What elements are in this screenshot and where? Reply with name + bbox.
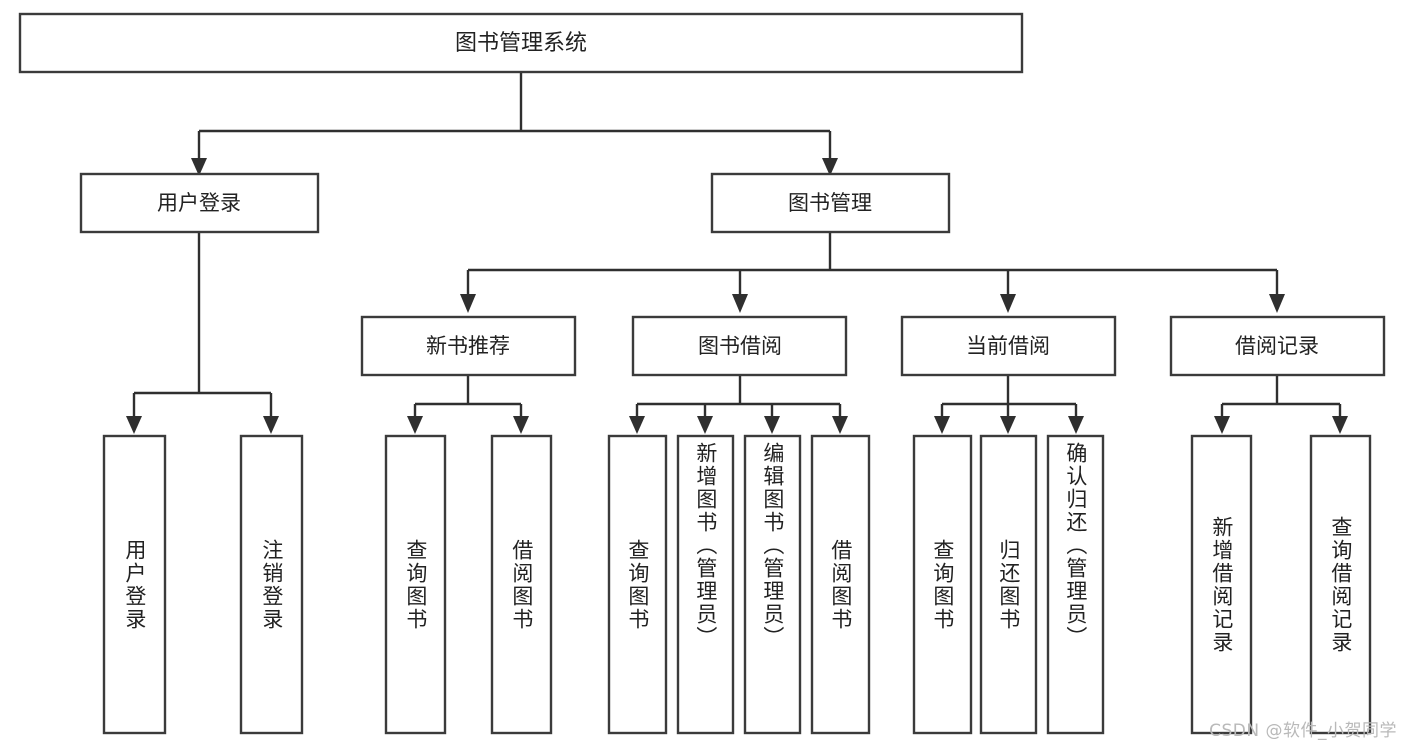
arrow-to-leaf-add-book [697,416,713,434]
node-leaf-query-record-box[interactable] [1309,434,1372,735]
node-root-box[interactable] [18,12,1024,74]
arrow-to-leaf-logout-login [263,416,279,434]
node-user-login[interactable]: 用户登录 [79,172,320,234]
connector-layer [126,72,1348,434]
arrow-to-leaf-borrow-book-1 [513,416,529,434]
node-leaf-add-record-box[interactable] [1190,434,1253,735]
arrow-to-leaf-query-book-1 [407,416,423,434]
node-book-borrow[interactable]: 图书借阅 [631,315,848,377]
node-user-login-box[interactable] [79,172,320,234]
node-leaf-query-book-3-box[interactable] [912,434,973,735]
node-leaf-user-login-box[interactable] [102,434,167,735]
node-user-login-label: 用户登录 [157,191,241,215]
node-current-borrow[interactable]: 当前借阅 [900,315,1117,377]
node-leaf-query-book-2-box[interactable] [607,434,668,735]
arrow-to-user-login [191,158,207,176]
arrow-to-leaf-return-book [1000,416,1016,434]
node-current-borrow-label: 当前借阅 [966,334,1050,358]
arrow-to-leaf-borrow-book-2 [832,416,848,434]
node-current-borrow-box[interactable] [900,315,1117,377]
node-leaf-borrow-book-2-box[interactable] [810,434,871,735]
arrow-to-book-borrow [732,294,748,313]
node-leaf-add-book-box[interactable] [676,434,735,735]
node-borrow-record[interactable]: 借阅记录 [1169,315,1386,377]
node-new-book-recommend-label: 新书推荐 [426,334,510,358]
arrow-to-leaf-edit-book [764,416,780,434]
node-book-borrow-label: 图书借阅 [698,334,782,358]
node-new-book-recommend-box[interactable] [360,315,577,377]
node-leaf-query-book-1-box[interactable] [384,434,447,735]
node-leaf-edit-book-box[interactable] [743,434,802,735]
node-root[interactable]: 图书管理系统 [18,12,1024,74]
node-book-manage-label: 图书管理 [788,191,872,215]
node-book-manage[interactable]: 图书管理 [710,172,951,234]
arrow-to-borrow-record [1269,294,1285,313]
node-book-manage-box[interactable] [710,172,951,234]
arrow-to-leaf-query-book-3 [934,416,950,434]
node-leaf-confirm-return-box[interactable] [1046,434,1105,735]
arrow-to-current-borrow [1000,294,1016,313]
node-leaf-return-book-box[interactable] [979,434,1038,735]
node-leaf-logout-login-box[interactable] [239,434,304,735]
node-leaf-borrow-book-1-box[interactable] [490,434,553,735]
node-root-label: 图书管理系统 [455,31,587,56]
node-book-borrow-box[interactable] [631,315,848,377]
arrow-to-leaf-confirm-return [1068,416,1084,434]
arrow-to-leaf-query-record [1332,416,1348,434]
arrow-to-leaf-add-record [1214,416,1230,434]
node-layer: 图书管理系统 用户登录 图书管理 新书推荐 图书借阅 [18,12,1386,735]
arrow-to-book-manage [822,158,838,176]
node-borrow-record-box[interactable] [1169,315,1386,377]
csdn-watermark: CSDN @软件_小贺同学 [1209,721,1397,741]
arrow-to-new-book-recommend [460,294,476,313]
arrow-to-leaf-user-login [126,416,142,434]
node-borrow-record-label: 借阅记录 [1235,334,1319,358]
arrow-to-leaf-query-book-2 [629,416,645,434]
node-new-book-recommend[interactable]: 新书推荐 [360,315,577,377]
